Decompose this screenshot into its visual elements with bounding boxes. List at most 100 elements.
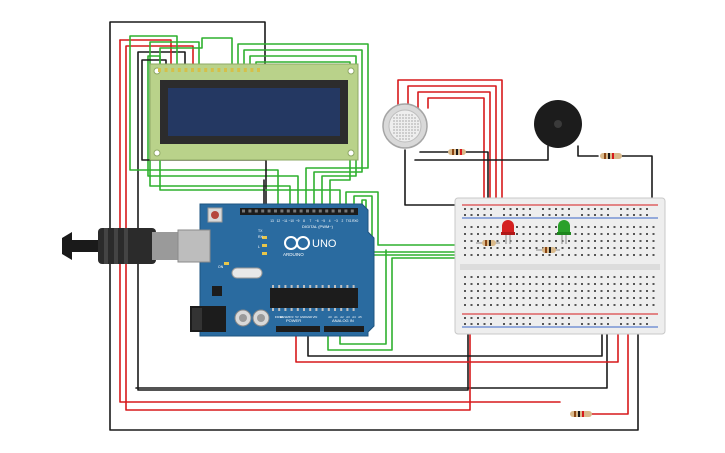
- breadboard-hole[interactable]: [607, 276, 609, 278]
- breadboard-hole[interactable]: [639, 323, 642, 325]
- breadboard-hole[interactable]: [464, 283, 466, 285]
- breadboard-hole[interactable]: [496, 226, 499, 228]
- breadboard-hole[interactable]: [600, 208, 603, 210]
- breadboard-hole[interactable]: [477, 297, 479, 299]
- breadboard-hole[interactable]: [581, 254, 583, 256]
- breadboard-hole[interactable]: [529, 208, 531, 210]
- breadboard-hole[interactable]: [626, 304, 629, 306]
- breadboard-hole[interactable]: [620, 214, 622, 216]
- breadboard-hole[interactable]: [639, 247, 642, 249]
- breadboard-hole[interactable]: [516, 214, 518, 216]
- breadboard-hole[interactable]: [470, 317, 473, 319]
- breadboard-hole[interactable]: [529, 290, 531, 292]
- breadboard-hole[interactable]: [490, 214, 492, 216]
- breadboard-hole[interactable]: [639, 304, 642, 306]
- breadboard-hole[interactable]: [568, 304, 570, 306]
- breadboard-hole[interactable]: [561, 297, 564, 299]
- wire-5v-red[interactable]: [295, 321, 619, 363]
- breadboard-hole[interactable]: [639, 297, 642, 299]
- breadboard-hole[interactable]: [548, 304, 551, 306]
- breadboard-hole[interactable]: [587, 276, 590, 278]
- resistor-sensor[interactable]: [448, 149, 466, 155]
- breadboard-hole[interactable]: [496, 297, 499, 299]
- breadboard-hole[interactable]: [483, 254, 486, 256]
- breadboard-hole[interactable]: [561, 317, 564, 319]
- breadboard-hole[interactable]: [594, 226, 596, 228]
- breadboard-hole[interactable]: [613, 247, 616, 249]
- breadboard-hole[interactable]: [639, 276, 642, 278]
- breadboard-hole[interactable]: [542, 233, 544, 235]
- lcd-pin[interactable]: [171, 68, 175, 72]
- breadboard-hole[interactable]: [613, 304, 616, 306]
- breadboard-hole[interactable]: [652, 240, 655, 242]
- breadboard-hole[interactable]: [522, 247, 525, 249]
- breadboard-hole[interactable]: [652, 297, 655, 299]
- breadboard-hole[interactable]: [646, 254, 648, 256]
- breadboard-hole[interactable]: [548, 240, 551, 242]
- breadboard-hole[interactable]: [594, 290, 596, 292]
- breadboard-hole[interactable]: [607, 240, 609, 242]
- breadboard-hole[interactable]: [464, 214, 466, 216]
- breadboard-hole[interactable]: [594, 240, 596, 242]
- breadboard-hole[interactable]: [613, 290, 616, 292]
- breadboard-hole[interactable]: [522, 240, 525, 242]
- breadboard-hole[interactable]: [639, 317, 642, 319]
- breadboard-hole[interactable]: [483, 214, 486, 216]
- breadboard-hole[interactable]: [470, 304, 473, 306]
- breadboard-hole[interactable]: [646, 304, 648, 306]
- breadboard-hole[interactable]: [464, 304, 466, 306]
- breadboard-hole[interactable]: [626, 233, 629, 235]
- breadboard-hole[interactable]: [548, 233, 551, 235]
- breadboard-hole[interactable]: [587, 317, 590, 319]
- breadboard-hole[interactable]: [587, 208, 590, 210]
- resistor-buzzer[interactable]: [600, 153, 622, 159]
- breadboard-hole[interactable]: [477, 214, 479, 216]
- breadboard-hole[interactable]: [607, 290, 609, 292]
- breadboard-hole[interactable]: [581, 323, 583, 325]
- breadboard-hole[interactable]: [483, 283, 486, 285]
- breadboard-hole[interactable]: [509, 304, 512, 306]
- breadboard-hole[interactable]: [581, 297, 583, 299]
- breadboard-hole[interactable]: [464, 276, 466, 278]
- breadboard-hole[interactable]: [490, 226, 492, 228]
- breadboard-hole[interactable]: [496, 290, 499, 292]
- breadboard-hole[interactable]: [555, 226, 557, 228]
- breadboard-hole[interactable]: [646, 276, 648, 278]
- breadboard-hole[interactable]: [542, 214, 544, 216]
- breadboard-hole[interactable]: [548, 283, 551, 285]
- breadboard-hole[interactable]: [503, 283, 505, 285]
- breadboard-hole[interactable]: [581, 276, 583, 278]
- led-red[interactable]: [501, 220, 515, 244]
- breadboard-hole[interactable]: [561, 247, 564, 249]
- breadboard-hole[interactable]: [477, 304, 479, 306]
- wire-buzzer-1[interactable]: [414, 145, 549, 161]
- breadboard-hole[interactable]: [464, 297, 466, 299]
- gas-sensor[interactable]: [382, 103, 428, 149]
- breadboard-hole[interactable]: [555, 290, 557, 292]
- breadboard-hole[interactable]: [529, 233, 531, 235]
- breadboard-hole[interactable]: [548, 317, 551, 319]
- breadboard-hole[interactable]: [607, 254, 609, 256]
- breadboard-hole[interactable]: [470, 254, 473, 256]
- breadboard-hole[interactable]: [568, 208, 570, 210]
- breadboard-hole[interactable]: [464, 290, 466, 292]
- breadboard-hole[interactable]: [568, 317, 570, 319]
- breadboard-hole[interactable]: [542, 276, 544, 278]
- breadboard-hole[interactable]: [535, 240, 538, 242]
- breadboard-hole[interactable]: [470, 208, 473, 210]
- breadboard-hole[interactable]: [574, 247, 577, 249]
- wire-gnd-board[interactable]: [307, 321, 603, 357]
- breadboard-hole[interactable]: [522, 226, 525, 228]
- breadboard-hole[interactable]: [587, 323, 590, 325]
- breadboard-hole[interactable]: [464, 247, 466, 249]
- piezo-buzzer[interactable]: [534, 100, 582, 148]
- breadboard-hole[interactable]: [542, 304, 544, 306]
- breadboard-hole[interactable]: [464, 323, 466, 325]
- breadboard-hole[interactable]: [574, 304, 577, 306]
- breadboard-hole[interactable]: [470, 276, 473, 278]
- breadboard-hole[interactable]: [542, 317, 544, 319]
- breadboard-hole[interactable]: [594, 317, 596, 319]
- lcd-pin[interactable]: [230, 68, 234, 72]
- breadboard-hole[interactable]: [581, 317, 583, 319]
- breadboard-hole[interactable]: [548, 297, 551, 299]
